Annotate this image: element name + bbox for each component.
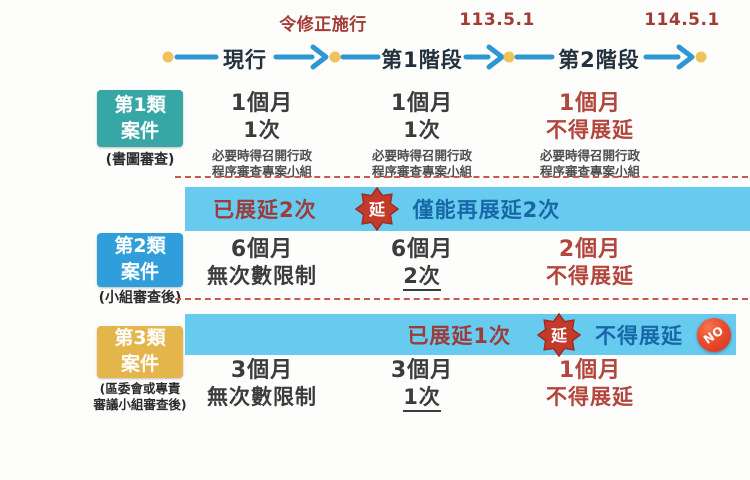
- category-label: 第3類: [114, 327, 166, 350]
- stage-label-phase1: 第1階段: [381, 48, 463, 72]
- cell-duration: 6個月: [390, 237, 454, 262]
- cell-duration: 1個月: [230, 91, 294, 116]
- banner-status-text: 已展延1次: [407, 323, 511, 348]
- cell-duration: 3個月: [390, 358, 454, 383]
- cell-r1-phase1: 1個月 1次 必要時得召開行政 程序審查專案小組: [347, 91, 497, 180]
- extension-seal-icon: 延: [354, 187, 399, 231]
- category-label: 案件: [120, 119, 159, 142]
- timeline-dot-icon: [503, 51, 515, 63]
- cell-duration: 1個月: [558, 91, 622, 116]
- cell-r2-phase2: 2個月 不得展延: [515, 237, 665, 289]
- cell-times: 1次: [347, 384, 497, 412]
- cell-r1-phase2: 1個月 不得展延 必要時得召開行政 程序審查專案小組: [515, 91, 665, 180]
- milestone-label-amendment: 令修正施行: [279, 15, 367, 35]
- cell-times: 無次數限制: [207, 385, 317, 409]
- category-box-type2: 第2類 案件: [97, 233, 183, 287]
- milestone-label-114-5-1: 114.5.1: [644, 10, 720, 30]
- stage-label-phase2: 第2階段: [558, 48, 640, 72]
- category-label: 案件: [120, 353, 159, 375]
- banner-note-text: 僅能再展延2次: [412, 198, 561, 222]
- cell-note: 必要時得召開行政 程序審查專案小組: [211, 148, 312, 179]
- cell-times: 不得展延: [546, 264, 634, 288]
- cell-times: 2次: [347, 263, 497, 291]
- cell-r3-phase2: 1個月 不得展延: [515, 358, 665, 410]
- cell-r3-current: 3個月 無次數限制: [187, 358, 337, 410]
- cell-times: 無次數限制: [207, 264, 317, 288]
- category-subtitle-type3: (區委會或專責 審議小組審查後): [93, 381, 187, 412]
- milestone-label-113-5-1: 113.5.1: [459, 10, 535, 30]
- cell-note: 必要時得召開行政 程序審查專案小組: [539, 148, 640, 179]
- category-subtitle-type2: (小組審查後): [98, 290, 182, 306]
- timeline-dot-icon: [162, 51, 174, 63]
- cell-duration: 3個月: [230, 358, 294, 383]
- category-box-type1: 第1類 案件: [97, 90, 183, 147]
- cell-times: 1次: [243, 118, 281, 142]
- cell-r2-phase1: 6個月 2次: [347, 237, 497, 291]
- category-box-type3: 第3類 案件: [97, 326, 183, 378]
- seal-character: 延: [368, 200, 386, 219]
- extension-seal-icon: 延: [537, 312, 581, 357]
- arrow-right-icon: [486, 44, 505, 70]
- category-label: 案件: [120, 261, 159, 283]
- timeline-dot-icon: [329, 51, 341, 63]
- seal-character: 延: [550, 326, 568, 345]
- category-label: 第1類: [114, 93, 166, 116]
- cell-duration: 1個月: [558, 358, 622, 383]
- cell-r1-current: 1個月 1次 必要時得召開行政 程序審查專案小組: [187, 91, 337, 180]
- timeline-dot-icon: [695, 51, 707, 63]
- cell-r2-current: 6個月 無次數限制: [187, 237, 337, 289]
- no-stamp-icon: NO: [697, 317, 731, 352]
- banner-extension-status-2: 已展延1次 延 不得展延 NO: [185, 312, 736, 357]
- banner-note-text: 不得展延: [595, 323, 683, 348]
- banner-extension-status-1: 已展延2次 延 僅能再展延2次: [185, 187, 750, 231]
- cell-times: 不得展延: [546, 118, 634, 142]
- timeline-axis: [162, 44, 707, 70]
- banner-status-text: 已展延2次: [213, 198, 317, 222]
- stage-label-current: 現行: [223, 48, 267, 72]
- cell-duration: 1個月: [390, 91, 454, 116]
- dashed-separator: [175, 176, 748, 178]
- cell-note: 必要時得召開行政 程序審查專案小組: [371, 148, 472, 179]
- category-subtitle-type1: (書圖審查): [105, 152, 175, 168]
- cell-duration: 2個月: [558, 237, 622, 262]
- category-label: 第2類: [114, 235, 166, 258]
- cell-duration: 6個月: [230, 237, 294, 262]
- cell-r3-phase1: 3個月 1次: [347, 358, 497, 412]
- cell-times: 1次: [403, 118, 441, 142]
- cell-times: 不得展延: [546, 385, 634, 409]
- dashed-separator: [175, 298, 748, 300]
- arrow-right-icon: [310, 44, 329, 70]
- arrow-right-icon: [676, 44, 695, 70]
